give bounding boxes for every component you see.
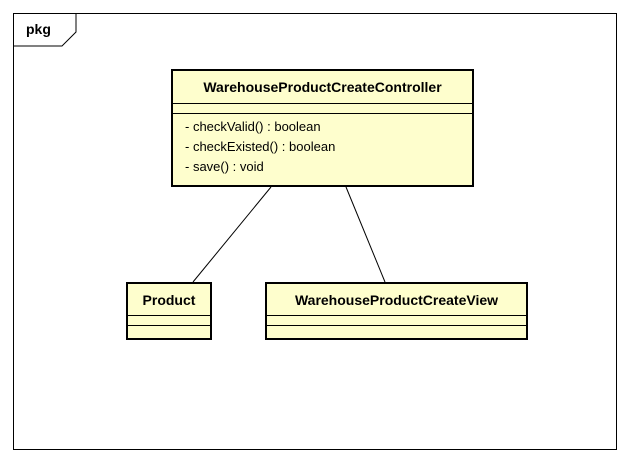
operation-check-valid: - checkValid() : boolean (185, 119, 321, 134)
attributes-compartment (128, 316, 210, 326)
package-label: pkg (26, 21, 51, 37)
association-controller-view (345, 186, 386, 283)
class-product[interactable]: Product (126, 282, 212, 340)
class-name: Product (128, 284, 210, 316)
attributes-compartment (173, 104, 472, 114)
class-name: WarehouseProductCreateController (173, 71, 472, 104)
package-tab (13, 13, 77, 47)
class-name: WarehouseProductCreateView (267, 284, 526, 316)
operation-check-existed: - checkExisted() : boolean (185, 139, 336, 154)
class-warehouse-product-create-view[interactable]: WarehouseProductCreateView (265, 282, 528, 340)
operations-compartment: - checkValid() : boolean - checkExisted(… (173, 114, 472, 177)
attributes-compartment (267, 316, 526, 326)
operation-save: - save() : void (185, 159, 264, 174)
class-warehouse-product-create-controller[interactable]: WarehouseProductCreateController - check… (171, 69, 474, 187)
association-controller-product (192, 186, 272, 283)
